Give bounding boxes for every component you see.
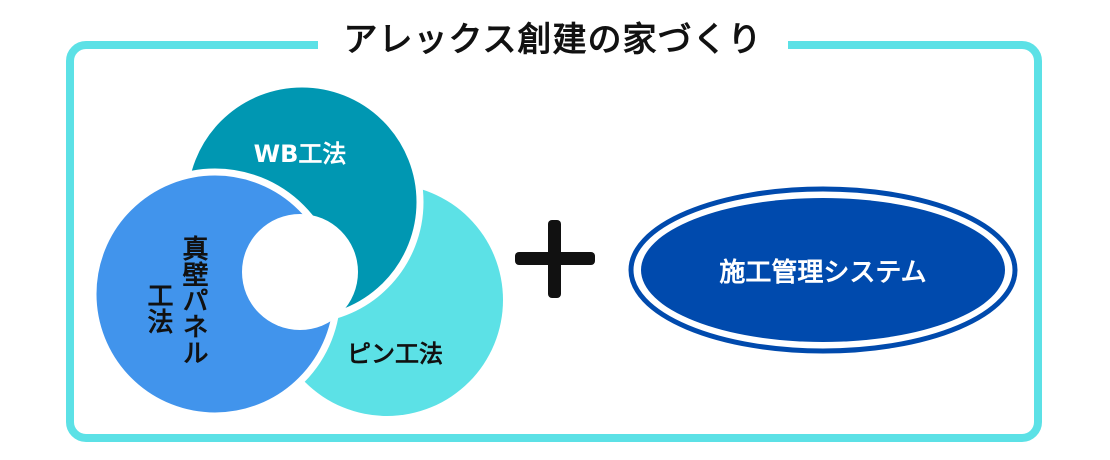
page-title: アレックス創建の家づくり — [318, 14, 788, 66]
pin-method-label: ピン工法 — [347, 340, 443, 368]
plus-icon — [515, 220, 595, 298]
system-oval-outline — [628, 186, 1018, 354]
system-label: 施工管理システム — [719, 258, 927, 288]
center-hole — [242, 214, 358, 330]
panel-method-label-line1: 真壁パネル — [178, 235, 208, 365]
system-oval — [641, 198, 1005, 342]
wb-method-label: WB工法 — [253, 140, 347, 168]
panel-method-label-line2: 工法 — [143, 282, 173, 334]
